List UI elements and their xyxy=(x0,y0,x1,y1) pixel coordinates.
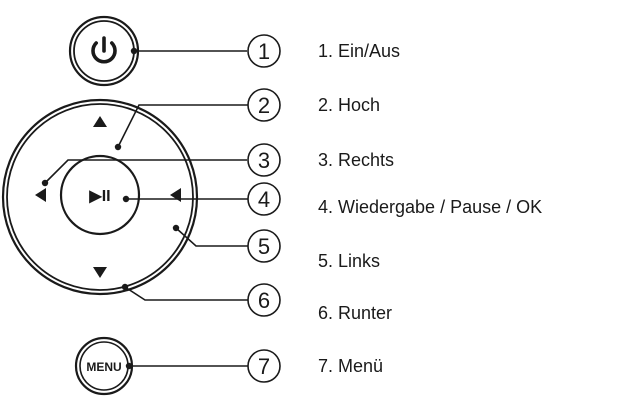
play-pause-button[interactable]: ▶II xyxy=(59,154,141,236)
leader-line-2 xyxy=(117,104,248,148)
callout-5: 5 xyxy=(247,229,281,263)
legend-item-right: 3. Rechts xyxy=(318,150,395,170)
leader-line-6 xyxy=(124,286,248,301)
svg-text:2: 2 xyxy=(258,93,270,118)
legend-item-play-pause: 4. Wiedergabe / Pause / OK xyxy=(318,197,543,217)
svg-text:3: 3 xyxy=(258,148,270,173)
legend-item-up: 2. Hoch xyxy=(318,95,381,115)
svg-text:6: 6 xyxy=(258,288,270,313)
menu-button[interactable]: MENU xyxy=(74,336,134,396)
callout-2: 2 xyxy=(247,88,281,122)
anchor-dots xyxy=(41,47,180,370)
legend-item-down: 6. Runter xyxy=(318,303,393,323)
legend-item-menu: 7. Menü xyxy=(318,356,384,376)
legend-item-left: 5. Links xyxy=(318,251,381,271)
svg-text:5: 5 xyxy=(258,234,270,259)
svg-text:4: 4 xyxy=(258,187,270,212)
arrow-left-icon[interactable] xyxy=(35,188,46,202)
power-button[interactable] xyxy=(68,15,140,87)
callout-1: 1 xyxy=(247,34,281,68)
leader-line-3 xyxy=(44,159,247,184)
callout-6: 6 xyxy=(247,283,281,317)
svg-text:7: 7 xyxy=(258,354,270,379)
leader-lines xyxy=(44,50,249,367)
callout-3: 3 xyxy=(247,143,281,177)
svg-text:1: 1 xyxy=(258,39,270,64)
arrow-up-icon[interactable] xyxy=(93,116,107,127)
callout-7: 7 xyxy=(247,349,281,383)
power-icon xyxy=(91,36,117,64)
callout-4: 4 xyxy=(247,182,281,216)
legend-item-power: 1. Ein/Aus xyxy=(318,41,401,61)
arrow-down-icon[interactable] xyxy=(93,267,107,278)
play-pause-icon: ▶II xyxy=(88,188,110,205)
menu-button-label: MENU xyxy=(86,360,121,374)
leader-line-5 xyxy=(175,227,248,247)
